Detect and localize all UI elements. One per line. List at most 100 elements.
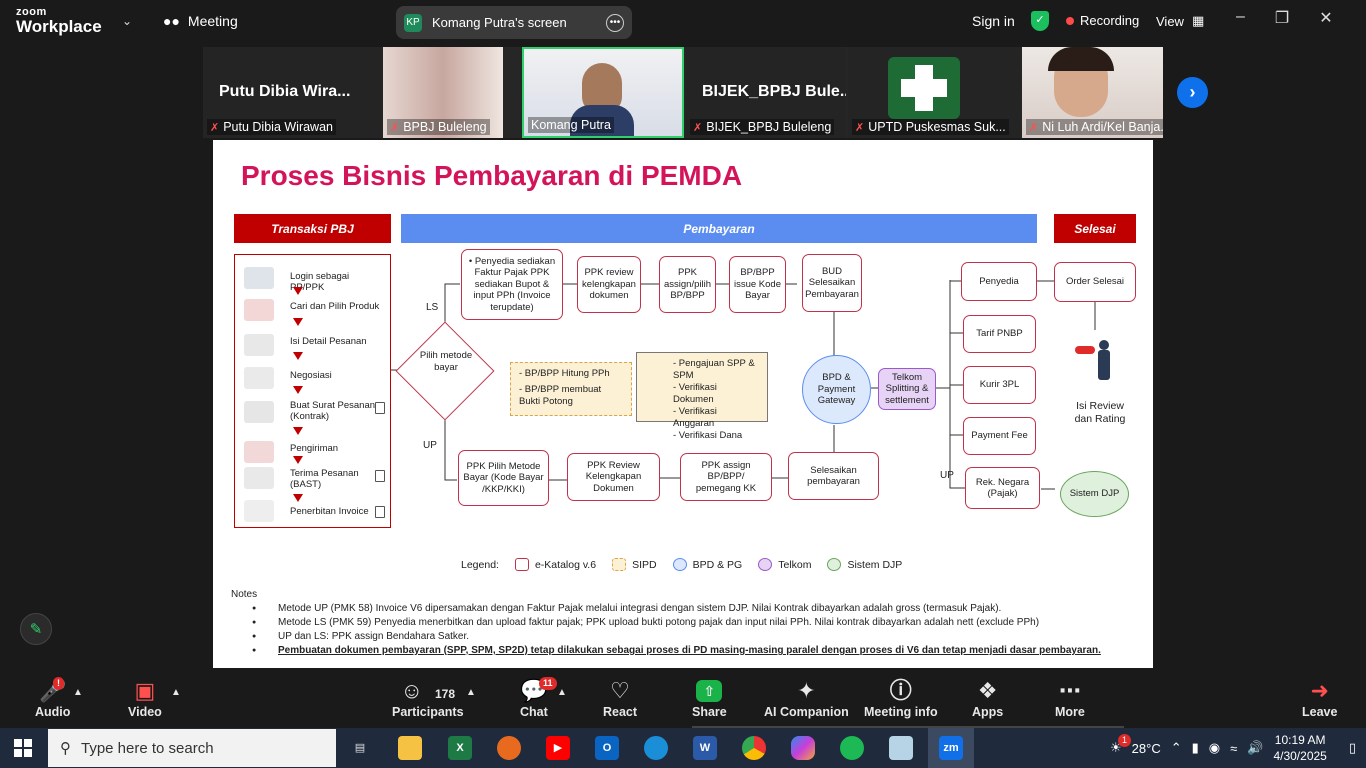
pbj-step: Terima Pesanan (BAST) [290, 468, 359, 490]
taskbar-search-box[interactable]: ⚲ Type here to search [48, 729, 336, 767]
chevron-up-icon: ▲ [466, 687, 476, 698]
participant-tile[interactable]: ✗UPTD Puskesmas Suk... [848, 47, 1020, 138]
notes-section: Notes Metode UP (PMK 58) Invoice V6 dipe… [231, 588, 1131, 658]
participant-tile[interactable]: BIJEK_BPBJ Bule... ✗BIJEK_BPBJ Buleleng [686, 47, 846, 138]
ai-companion-label: AI Companion [764, 705, 849, 719]
participant-tile[interactable]: ✗Ni Luh Ardi/Kel Banja... [1022, 47, 1163, 138]
legend-swatch [758, 558, 773, 571]
excel-icon[interactable]: X [448, 736, 472, 760]
legend-item: BPD & PG [672, 558, 742, 571]
participant-display-name: BIJEK_BPBJ Bule... [702, 83, 846, 100]
more-options-icon[interactable]: ••• [606, 13, 624, 32]
participant-name: Komang Putra [531, 118, 611, 132]
legend-swatch [672, 558, 687, 571]
participant-label: ✗UPTD Puskesmas Suk... [852, 119, 1009, 135]
slide-title: Proses Bisnis Pembayaran di PEMDA [241, 160, 743, 191]
up-step-review: PPK Review Kelengkapan Dokumen [567, 453, 660, 501]
participant-label: Komang Putra [528, 117, 614, 133]
edge-icon[interactable] [644, 736, 668, 760]
word-icon[interactable]: W [693, 736, 717, 760]
meeting-menu[interactable]: ●● Meeting [163, 13, 238, 29]
participants-count: 178 [435, 687, 456, 701]
windows-taskbar: ⚲ Type here to search ▤ X ▶ O W zm ☀1 28… [0, 728, 1366, 768]
participant-label: ✗Putu Dibia Wirawan [207, 119, 336, 135]
camera-icon[interactable]: ◉ [1208, 740, 1221, 755]
down-arrow-icon [293, 287, 303, 295]
notes-list: Metode UP (PMK 58) Invoice V6 dipersamak… [252, 602, 1131, 658]
clock[interactable]: 10:19 AM 4/30/2025 [1273, 732, 1326, 764]
chevron-down-icon[interactable]: ⌄ [122, 14, 133, 28]
pbj-step: Login sebagai PP/PPK [290, 271, 350, 293]
volume-icon[interactable]: 🔊 [1247, 740, 1264, 755]
contract-icon [244, 401, 274, 423]
audio-label: Audio [35, 705, 71, 719]
ai-companion-button[interactable]: ✦ AI Companion [764, 677, 849, 719]
more-button[interactable]: ⋯ More [1055, 677, 1085, 719]
zoom-taskbar-active[interactable]: zm [928, 728, 974, 768]
battery-icon[interactable]: ▮ [1191, 740, 1199, 755]
screen-share-pill[interactable]: KP Komang Putra's screen ••• [396, 6, 632, 39]
sign-in-link[interactable]: Sign in [972, 13, 1015, 29]
next-participants-arrow-icon[interactable]: › [1177, 77, 1208, 108]
audio-button[interactable]: 🎤 Audio ! [35, 677, 70, 719]
participant-tile-active[interactable]: Komang Putra [522, 47, 684, 138]
people-icon: ●● [163, 13, 180, 29]
legend-item: Sistem DJP [827, 558, 902, 571]
copilot-icon[interactable] [791, 736, 815, 760]
presenter-initials: KP [404, 13, 422, 32]
close-icon[interactable]: ✕ [1319, 10, 1333, 27]
chrome-icon[interactable] [742, 736, 766, 760]
video-button[interactable]: ▣ Video [128, 677, 162, 719]
document-icon [375, 506, 385, 518]
up-step-metode: PPK Pilih Metode Bayar (Kode Bayar /KKP/… [458, 450, 549, 506]
chat-button[interactable]: 💬 Chat 11 [520, 677, 557, 719]
annotate-pen-icon[interactable]: ✎ [20, 613, 52, 645]
spotify-icon[interactable] [840, 736, 864, 760]
participant-name: Ni Luh Ardi/Kel Banja... [1042, 120, 1163, 134]
down-arrow-icon [293, 318, 303, 326]
notepad-icon[interactable] [889, 736, 913, 760]
pbj-step: Isi Detail Pesanan [290, 336, 367, 347]
delivery-icon [244, 441, 274, 463]
wifi-icon[interactable]: ≈ [1230, 740, 1238, 756]
telkom-box: Telkom Splitting & settlement [878, 368, 936, 410]
recording-indicator[interactable]: Recording [1066, 13, 1139, 28]
legend-label: SIPD [632, 558, 657, 571]
mic-muted-icon: ✗ [855, 121, 865, 134]
task-view-icon[interactable]: ▤ [354, 742, 366, 754]
leave-button[interactable]: ➜ Leave [1302, 677, 1337, 719]
speaker-face [582, 63, 622, 113]
participant-tile[interactable]: ✗BPBJ Buleleng [383, 47, 503, 138]
view-button[interactable]: View ▦ [1156, 13, 1204, 29]
sistem-djp-circle: Sistem DJP [1060, 471, 1129, 517]
order-selesai-box: Order Selesai [1054, 262, 1136, 302]
minimize-icon[interactable]: – [1236, 8, 1245, 25]
firefox-icon[interactable] [497, 736, 521, 760]
react-button[interactable]: ♡ React [603, 677, 637, 719]
invoice-icon [244, 500, 274, 522]
share-button[interactable]: ⇧ Share [692, 677, 727, 719]
apps-button[interactable]: ❖ Apps [972, 677, 1003, 719]
outlook-icon[interactable]: O [595, 736, 619, 760]
participants-button[interactable]: ☺178 Participants [392, 677, 464, 719]
meeting-toolbar: 🎤 Audio ! ▲ ▣ Video ▲ ☺178 Participants … [0, 669, 1366, 728]
windows-start-icon[interactable] [14, 739, 32, 757]
sipd-note-verifikasi: - Pengajuan SPP & SPM - Verifikasi Dokum… [636, 352, 768, 441]
chevron-up-icon[interactable]: ⌃ [1170, 740, 1182, 755]
down-arrow-icon [293, 456, 303, 464]
pbj-step: Cari dan Pilih Produk [290, 301, 380, 312]
note-line: - Verifikasi Dana [673, 430, 743, 441]
meeting-info-button[interactable]: ⓘ Meeting info [864, 677, 938, 719]
youtube-icon[interactable]: ▶ [546, 736, 570, 760]
speech-bubble [1075, 346, 1095, 354]
restore-icon[interactable]: ❐ [1274, 10, 1290, 27]
file-explorer-icon[interactable] [398, 736, 422, 760]
shield-check-icon[interactable]: ✓ [1031, 11, 1049, 31]
participant-tile[interactable]: Putu Dibia Wira... ✗Putu Dibia Wirawan [203, 47, 381, 138]
note-item: Metode UP (PMK 58) Invoice V6 dipersamak… [252, 602, 1131, 616]
notifications-icon[interactable]: ▯ [1348, 740, 1356, 755]
laptop-icon [244, 267, 274, 289]
receive-order-icon [244, 467, 274, 489]
view-label: View [1156, 13, 1184, 29]
weather-icon[interactable]: ☀1 [1110, 734, 1132, 756]
